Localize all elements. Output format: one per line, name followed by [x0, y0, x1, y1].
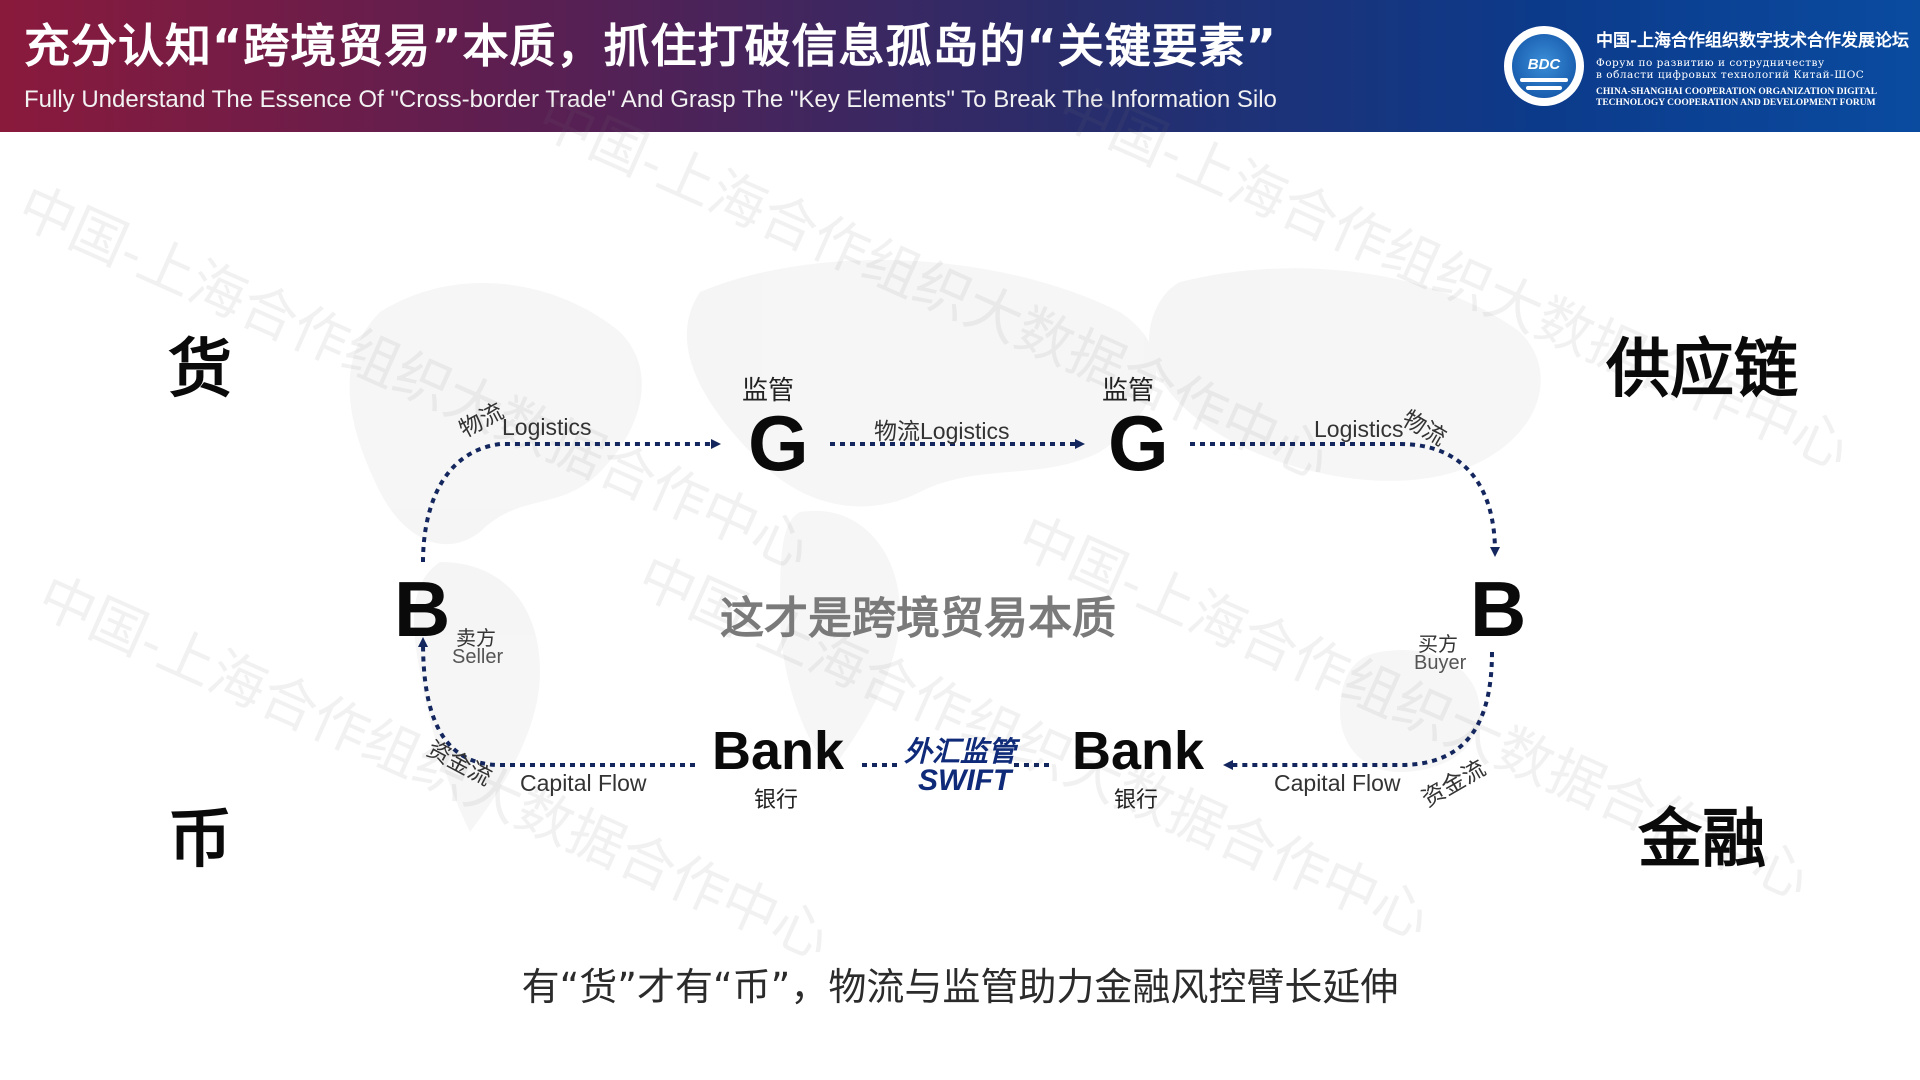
- page-title: 充分认知“跨境贸易”本质，抓住打破信息孤岛的“关键要素”: [24, 19, 1277, 73]
- capital-arrow-bank-to-seller: [418, 637, 695, 767]
- bank-left-label: 银行: [754, 788, 799, 813]
- forum-logo-text: 中国-上海合作组织数字技术合作发展论坛 Форум по развитию и …: [1596, 26, 1912, 109]
- gov-left-node: G: [748, 399, 809, 487]
- logistics-label-left-en: Logistics: [502, 414, 592, 440]
- swift-label-en: SWIFT: [918, 764, 1012, 797]
- gov-right-label: 监管: [1102, 376, 1155, 406]
- swift-label-cn: 外汇监管: [904, 735, 1017, 768]
- bottom-caption: 有“货”才有“币”，物流与监管助力金融风控臂长延伸: [521, 965, 1399, 1009]
- flow-arrows: [418, 439, 1500, 770]
- bank-right-label: 银行: [1114, 788, 1159, 813]
- gov-right-node: G: [1108, 399, 1169, 487]
- seller-label-en: Seller: [452, 646, 504, 668]
- bank-left-node: Bank: [712, 721, 845, 781]
- logistics-arrow-gov-to-buyer: [1190, 442, 1500, 557]
- logo-emblem-text: BDC: [1527, 56, 1561, 73]
- logo-name-cn: 中国-上海合作组织数字技术合作发展论坛: [1596, 31, 1910, 51]
- capital-label-left-en: Capital Flow: [520, 770, 647, 796]
- corner-finance: 金融: [1638, 803, 1766, 877]
- gov-left-label: 监管: [742, 376, 795, 406]
- header-banner: 充分认知“跨境贸易”本质，抓住打破信息孤岛的“关键要素” Fully Under…: [0, 0, 1920, 132]
- center-statement: 这才是跨境贸易本质: [720, 593, 1116, 644]
- page-subtitle: Fully Understand The Essence Of "Cross-b…: [24, 86, 1277, 113]
- buyer-label-cn: 买方: [1418, 632, 1458, 656]
- corner-supply-chain: 供应链: [1606, 333, 1798, 407]
- logistics-label-mid: 物流Logistics: [874, 418, 1010, 445]
- buyer-node: B: [1470, 565, 1527, 653]
- capital-label-right-en: Capital Flow: [1274, 770, 1401, 796]
- bank-right-node: Bank: [1072, 721, 1205, 781]
- buyer-label-en: Buyer: [1414, 652, 1467, 674]
- logistics-label-right-en: Logistics: [1314, 416, 1404, 442]
- corner-currency: 币: [168, 803, 232, 877]
- seller-node: B: [394, 565, 451, 653]
- logo-name-en: CHINA-SHANGHAI COOPERATION ORGANIZATION …: [1596, 87, 1878, 108]
- logistics-arrow-seller-to-gov: [421, 439, 721, 563]
- logo-name-ru: Форум по развитию и сотрудничеству в обл…: [1596, 57, 1865, 81]
- corner-goods: 货: [168, 333, 232, 407]
- forum-logo-icon: BDC: [1504, 26, 1584, 106]
- seller-label-cn: 卖方: [456, 626, 496, 650]
- trade-diagram: 中国-上海合作组织大数据合作中心 中国-上海合作组织大数据合作中心 中国-上海合…: [0, 74, 1920, 1080]
